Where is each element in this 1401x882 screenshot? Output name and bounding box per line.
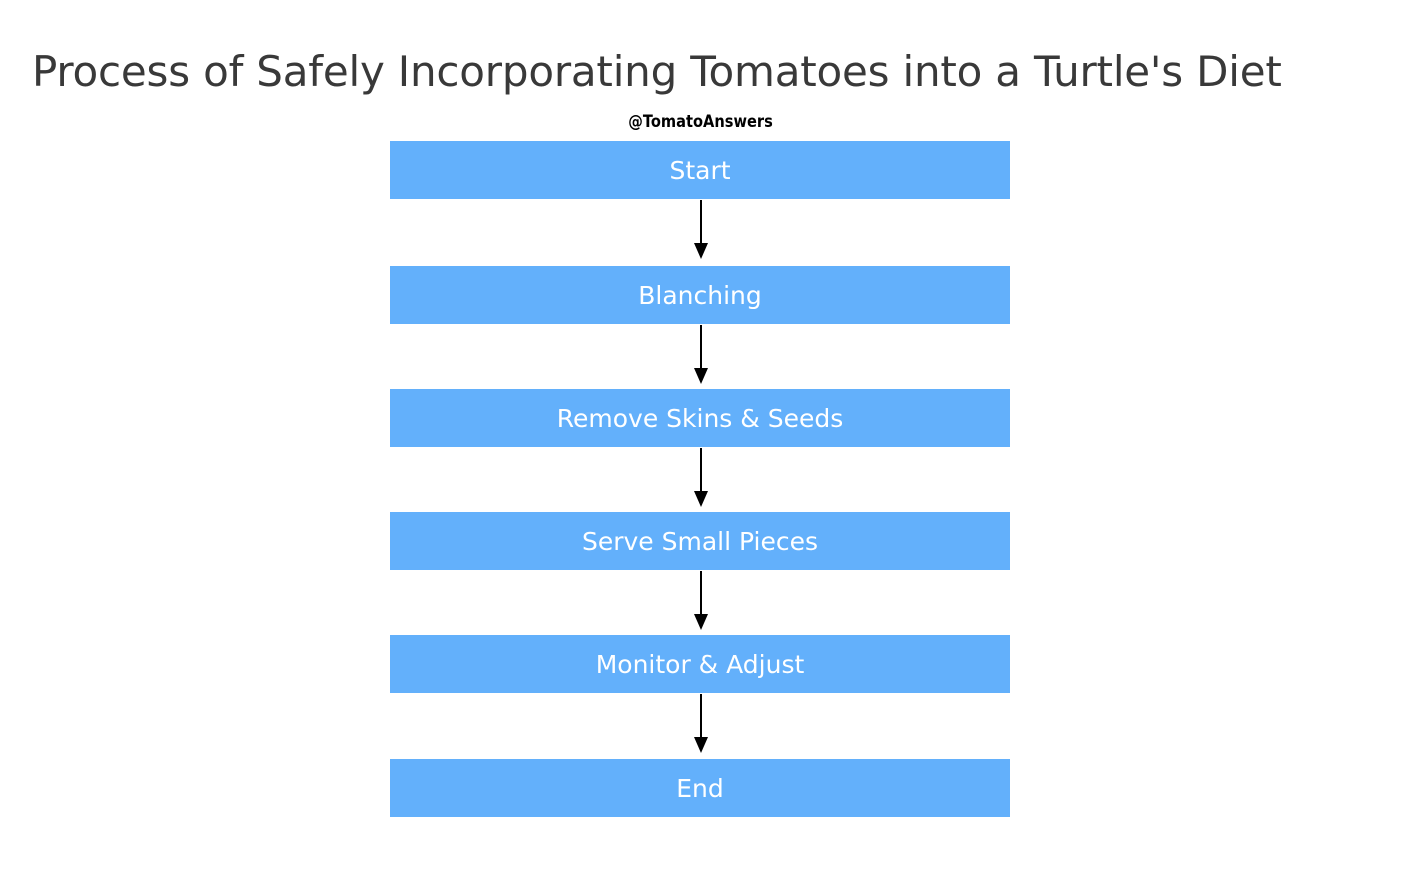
flow-node-remove-skins-seeds[interactable]: Remove Skins & Seeds (390, 389, 1010, 447)
flow-edge-serve-small-pieces-to-monitor-adjust (693, 571, 709, 630)
edge-line (700, 325, 702, 369)
arrow-head-icon (694, 243, 708, 259)
arrow-head-icon (694, 491, 708, 507)
flow-node-serve-small-pieces[interactable]: Serve Small Pieces (390, 512, 1010, 570)
edge-line (700, 448, 702, 492)
edge-line (700, 571, 702, 615)
arrow-head-icon (694, 737, 708, 753)
flow-node-monitor-adjust[interactable]: Monitor & Adjust (390, 635, 1010, 693)
flow-node-end[interactable]: End (390, 759, 1010, 817)
flow-edge-blanching-to-remove-skins-seeds (693, 325, 709, 384)
edge-line (700, 200, 702, 244)
flow-edge-monitor-adjust-to-end (693, 694, 709, 753)
arrow-head-icon (694, 368, 708, 384)
flow-node-label: Blanching (638, 280, 762, 310)
flow-node-label: Remove Skins & Seeds (556, 403, 844, 433)
flow-node-label: Serve Small Pieces (581, 526, 819, 556)
flow-node-label: End (676, 773, 724, 803)
edge-line (700, 694, 702, 738)
flow-node-label: Start (669, 155, 731, 185)
page-title: Process of Safely Incorporating Tomatoes… (32, 47, 1282, 96)
flow-node-label: Monitor & Adjust (595, 649, 805, 679)
flow-edge-start-to-blanching (693, 200, 709, 259)
flow-edge-remove-skins-seeds-to-serve-small-pieces (693, 448, 709, 507)
arrow-head-icon (694, 614, 708, 630)
chart-attribution-subtitle: @TomatoAnswers (628, 112, 773, 132)
flow-node-blanching[interactable]: Blanching (390, 266, 1010, 324)
flow-node-start[interactable]: Start (390, 141, 1010, 199)
